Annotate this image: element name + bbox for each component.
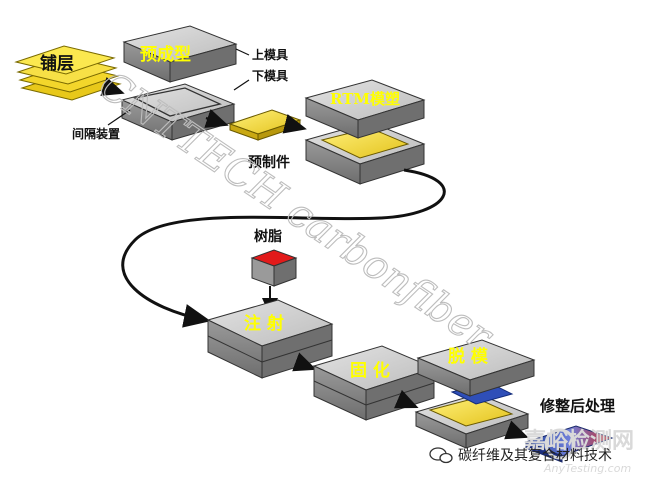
rtm-mold xyxy=(304,79,426,185)
preform-label: 预成型 xyxy=(140,44,191,65)
curing-mold xyxy=(312,345,436,421)
post-processing-label: 修整后处理 xyxy=(539,397,615,415)
lower-mold-label: 下模具 xyxy=(252,68,288,83)
spacer-label: 间隔装置 xyxy=(72,126,120,141)
curing-label: 固 化 xyxy=(350,360,390,381)
lower-mold-leader xyxy=(233,79,250,91)
resin-label: 树脂 xyxy=(254,228,282,245)
arrow-layup-to-preform xyxy=(100,76,125,96)
arrow-preform-to-part xyxy=(204,108,229,128)
injection-label: 注 射 xyxy=(244,313,284,334)
demolding-label: 脱 模 xyxy=(448,346,489,367)
upper-mold-label: 上模具 xyxy=(252,47,288,62)
wechat-name-text: 碳纤维及其复合材料技术 xyxy=(458,447,612,464)
site-watermark-text: 嘉峪检测网 xyxy=(524,428,634,454)
arrow-injection-to-curing xyxy=(292,352,317,372)
arrow-part-to-rtm xyxy=(282,114,307,134)
site-watermark-subtext: AnyTesting.com xyxy=(543,462,631,475)
preform-part-label: 预制件 xyxy=(248,154,290,171)
wechat-caption: 碳纤维及其复合材料技术 xyxy=(429,447,612,464)
resin-container xyxy=(250,249,298,316)
injection-mold xyxy=(206,299,334,379)
wechat-icon xyxy=(429,447,453,464)
spacer-leader xyxy=(107,109,131,126)
flow-curve-rtm-to-injection xyxy=(121,168,446,328)
layup-label: 铺层 xyxy=(40,53,74,74)
layup-sheets xyxy=(14,45,122,101)
upper-mold-leader xyxy=(235,48,250,56)
arrow-demolding-to-post xyxy=(504,420,529,440)
demolding-mold xyxy=(414,339,536,449)
arrow-curing-to-demolding xyxy=(393,389,419,409)
site-watermark: 嘉峪检测网 AnyTesting.com xyxy=(524,428,634,475)
rtm-molding-label: RTM模塑 xyxy=(330,90,400,108)
